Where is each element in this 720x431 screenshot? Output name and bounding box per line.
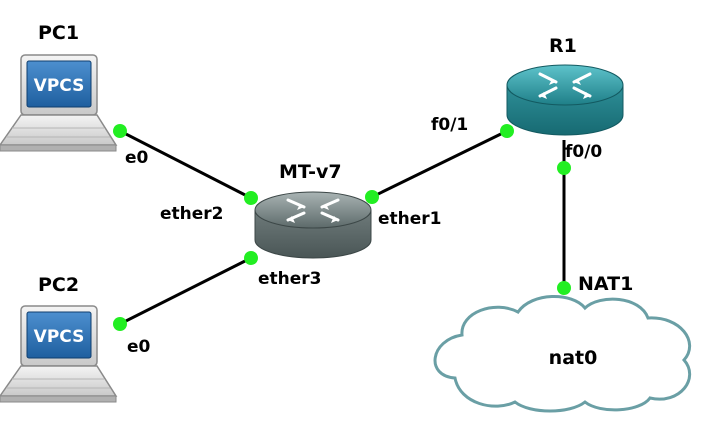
- pc2-node[interactable]: VPCS: [0, 305, 118, 403]
- pc1-name-label: PC1: [38, 22, 79, 44]
- port-dot-r1-f00[interactable]: [557, 161, 571, 175]
- port-dot-r1-f01[interactable]: [500, 124, 514, 138]
- port-label-pc2-e0: e0: [127, 337, 151, 357]
- port-label-mt-ether3: ether3: [258, 269, 322, 289]
- cloud-icon: [433, 295, 691, 413]
- router-icon: [254, 191, 372, 259]
- pc2-name-label: PC2: [38, 274, 79, 296]
- port-label-mt-ether1: ether1: [378, 209, 442, 229]
- port-label-r1-f01: f0/1: [431, 115, 468, 135]
- cloud-interface-label: nat0: [549, 347, 598, 369]
- link-pc2-mt[interactable]: [119, 256, 252, 326]
- port-labels: e0 e0 ether2 ether3 ether1 f0/1 f0/0: [125, 115, 602, 357]
- router-icon: [506, 64, 624, 136]
- pc2-screen-text: VPCS: [34, 327, 85, 347]
- port-label-pc1-e0: e0: [125, 148, 149, 168]
- port-label-r1-f00: f0/0: [565, 142, 602, 162]
- mt-v7-name-label: MT-v7: [279, 161, 342, 183]
- computer-icon: [0, 54, 118, 152]
- port-dot-pc2-e0[interactable]: [113, 317, 127, 331]
- port-dot-mt-ether3[interactable]: [244, 251, 258, 265]
- r1-node[interactable]: [506, 64, 624, 136]
- mt-v7-node[interactable]: [254, 191, 372, 259]
- port-dot-mt-ether2[interactable]: [244, 191, 258, 205]
- port-dot-pc1-e0[interactable]: [113, 124, 127, 138]
- nat1-name-label: NAT1: [578, 273, 633, 295]
- port-dots: [113, 124, 571, 331]
- pc1-node[interactable]: VPCS: [0, 54, 118, 152]
- link-mt-r1[interactable]: [371, 129, 508, 199]
- port-dot-nat1[interactable]: [557, 281, 571, 295]
- computer-icon: [0, 305, 118, 403]
- pc1-screen-text: VPCS: [34, 76, 85, 96]
- r1-name-label: R1: [549, 35, 577, 57]
- link-pc1-mt[interactable]: [119, 129, 252, 200]
- port-dot-mt-ether1[interactable]: [365, 190, 379, 204]
- port-label-mt-ether2: ether2: [160, 204, 224, 224]
- nat1-node[interactable]: nat0: [433, 295, 691, 413]
